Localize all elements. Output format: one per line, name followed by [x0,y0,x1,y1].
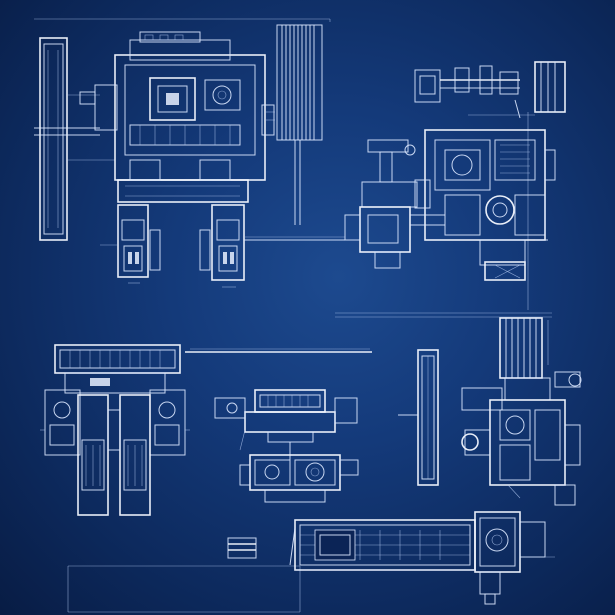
drawing-gearbox-assembly [214,389,359,503]
drawing-column-mechanism [398,317,582,506]
drawing-frame-assembly [40,344,190,516]
drawing-horizontal-carriage [227,511,555,605]
guide-lines [34,18,552,613]
drawing-mechanism-cluster [344,61,566,310]
drawing-machine-assembly-elevation [34,24,345,288]
